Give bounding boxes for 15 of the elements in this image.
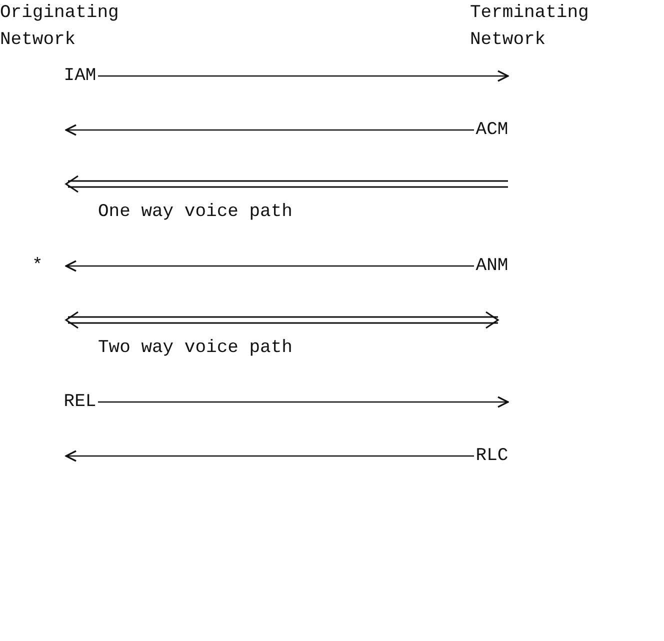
message-name: REL	[62, 391, 98, 413]
note-text: Two way voice path	[98, 337, 292, 359]
network-heading: Originating Network	[0, 2, 120, 52]
network-heading: Terminating Network	[470, 2, 590, 52]
message-arrow	[65, 260, 474, 272]
message-arrow	[98, 70, 509, 82]
message-arrow	[98, 396, 509, 408]
message-arrow	[65, 124, 474, 136]
message-name: RLC	[474, 445, 510, 467]
message-name: ANM	[474, 255, 510, 277]
message-arrow	[65, 450, 474, 462]
message-name: IAM	[62, 65, 98, 87]
note-text: One way voice path	[98, 201, 292, 223]
message-name: ACM	[474, 119, 510, 141]
note-text: *	[32, 255, 43, 277]
